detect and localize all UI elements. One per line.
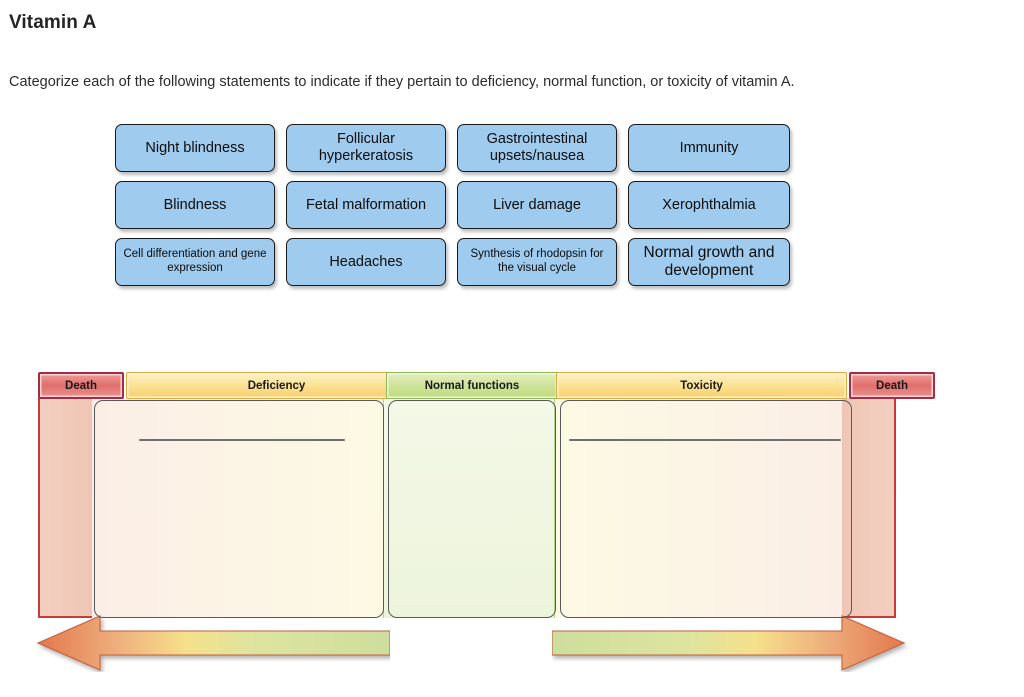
tile-night-blindness[interactable]: Night blindness	[115, 124, 275, 172]
category-drop-area: Death Deficiency Normal functions Toxici…	[38, 372, 935, 618]
page-title: Vitamin A	[9, 12, 97, 33]
tile-blindness[interactable]: Blindness	[115, 181, 275, 229]
dropzone-toxicity[interactable]	[560, 400, 852, 618]
tile-follicular-hyperkeratosis[interactable]: Follicular hyperkeratosis	[286, 124, 446, 172]
header-toxicity: Toxicity	[556, 372, 847, 399]
tile-grid: Night blindness Follicular hyperkeratosi…	[115, 124, 791, 286]
tile-row: Night blindness Follicular hyperkeratosi…	[115, 124, 791, 172]
dropzone-deficiency[interactable]	[94, 400, 384, 618]
tile-fetal-malformation[interactable]: Fetal malformation	[286, 181, 446, 229]
tile-gastrointestinal-upsets-nausea[interactable]: Gastrointestinal upsets/nausea	[457, 124, 617, 172]
tile-cell-differentiation-and-gene-expression[interactable]: Cell differentiation and gene expression	[115, 238, 275, 286]
band-normal-functions	[383, 398, 555, 618]
arrow-right-icon	[552, 615, 906, 671]
band-deficiency	[92, 398, 383, 618]
tile-row: Cell differentiation and gene expression…	[115, 238, 791, 286]
band-toxicity	[555, 398, 842, 618]
drop-indicator-line	[139, 439, 345, 441]
tile-immunity[interactable]: Immunity	[628, 124, 790, 172]
header-death-left: Death	[38, 372, 124, 399]
arrow-left-icon	[36, 615, 390, 671]
tile-normal-growth-and-development[interactable]: Normal growth and development	[628, 238, 790, 286]
tile-row: Blindness Fetal malformation Liver damag…	[115, 181, 791, 229]
tile-liver-damage[interactable]: Liver damage	[457, 181, 617, 229]
tile-synthesis-of-rhodopsin[interactable]: Synthesis of rhodopsin for the visual cy…	[457, 238, 617, 286]
header-normal-functions: Normal functions	[386, 372, 558, 399]
dropzone-normal-functions[interactable]	[388, 400, 556, 618]
instruction-text: Categorize each of the following stateme…	[9, 74, 795, 90]
band-death-left	[38, 398, 92, 618]
drop-indicator-line	[569, 439, 841, 441]
tile-xerophthalmia[interactable]: Xerophthalmia	[628, 181, 790, 229]
header-deficiency: Deficiency	[126, 372, 427, 399]
tile-headaches[interactable]: Headaches	[286, 238, 446, 286]
header-death-right: Death	[849, 372, 935, 399]
